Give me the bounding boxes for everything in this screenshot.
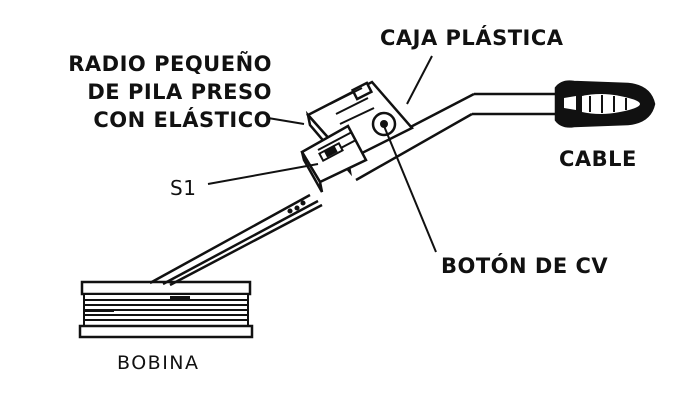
switch-s1	[318, 141, 344, 163]
leader-boton	[383, 125, 437, 253]
label-boton-cv: BOTÓN DE CV	[441, 254, 609, 278]
leader-s1	[207, 163, 319, 185]
leader-caja	[406, 55, 433, 105]
radio-box	[300, 80, 415, 193]
coil	[78, 280, 254, 339]
label-radio-line3: CON ELÁSTICO	[93, 108, 272, 132]
label-cable: CABLE	[559, 147, 637, 171]
label-bobina: BOBINA	[117, 352, 200, 374]
label-radio-line2: DE PILA PRESO	[87, 80, 272, 104]
leader-radio	[267, 117, 305, 125]
label-s1: S1	[170, 176, 197, 200]
cable-plug	[554, 80, 656, 128]
label-caja-plastica: CAJA PLÁSTICA	[380, 26, 564, 50]
label-radio-line1: RADIO PEQUEÑO	[68, 52, 272, 76]
leader-lines	[207, 55, 437, 253]
cv-knob	[371, 111, 397, 137]
label-radio: RADIO PEQUEÑO DE PILA PRESO CON ELÁSTICO	[68, 50, 272, 134]
